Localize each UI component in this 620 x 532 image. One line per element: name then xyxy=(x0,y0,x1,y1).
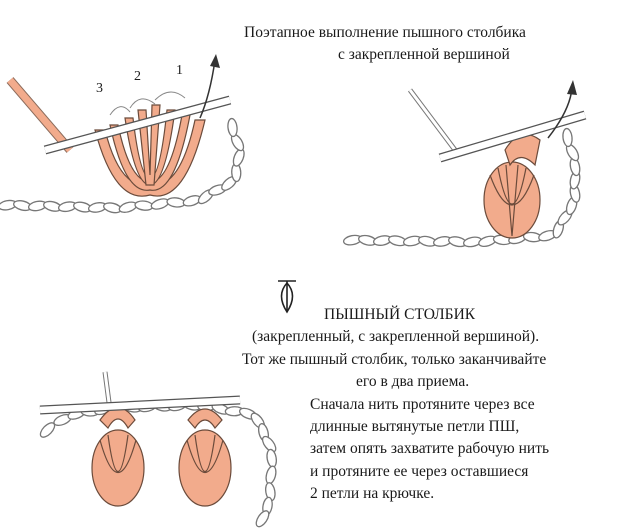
section-heading: ПЫШНЫЙ СТОЛБИК xyxy=(324,306,476,323)
chain-link xyxy=(253,508,272,530)
description-line: Сначала нить протяните через все xyxy=(310,396,535,413)
yarn-loops xyxy=(483,133,541,239)
step-label: 1 xyxy=(176,63,183,78)
foundation-chain xyxy=(342,127,582,249)
step-label: 3 xyxy=(96,81,103,96)
step-3-illustration xyxy=(37,371,279,530)
chain-link xyxy=(165,196,187,209)
step-2-illustration xyxy=(342,80,587,249)
description-line: 2 петли на крючке. xyxy=(310,485,435,502)
chain-link xyxy=(133,199,155,212)
foundation-chain xyxy=(37,398,279,530)
chain-link xyxy=(263,464,279,486)
description-line: Тот же пышный столбик, только заканчивай… xyxy=(242,351,547,368)
chain-link xyxy=(226,117,239,138)
title-line-1: Поэтапное выполнение пышного столбика xyxy=(244,24,526,41)
step-1-illustration xyxy=(0,54,247,215)
description-line: затем опять захватите рабочую нить xyxy=(310,440,550,457)
yarn-loops xyxy=(91,406,232,507)
description-line: его в два приема. xyxy=(356,373,470,390)
yarn-loops xyxy=(94,104,206,197)
chain-link xyxy=(561,127,574,148)
chain-link xyxy=(149,196,171,212)
puff-stitch-symbol-icon xyxy=(278,280,296,314)
title-line-2: с закрепленной вершиной xyxy=(338,46,510,63)
description-line: длинные вытянутые петли ПШ, xyxy=(310,418,520,435)
step-label: 2 xyxy=(134,69,141,84)
chain-link xyxy=(265,448,279,469)
description-line: и протяните ее через оставшиеся xyxy=(310,463,529,480)
chain-link xyxy=(117,199,139,215)
description-line: (закрепленный, с закрепленной вершиной). xyxy=(252,328,540,345)
